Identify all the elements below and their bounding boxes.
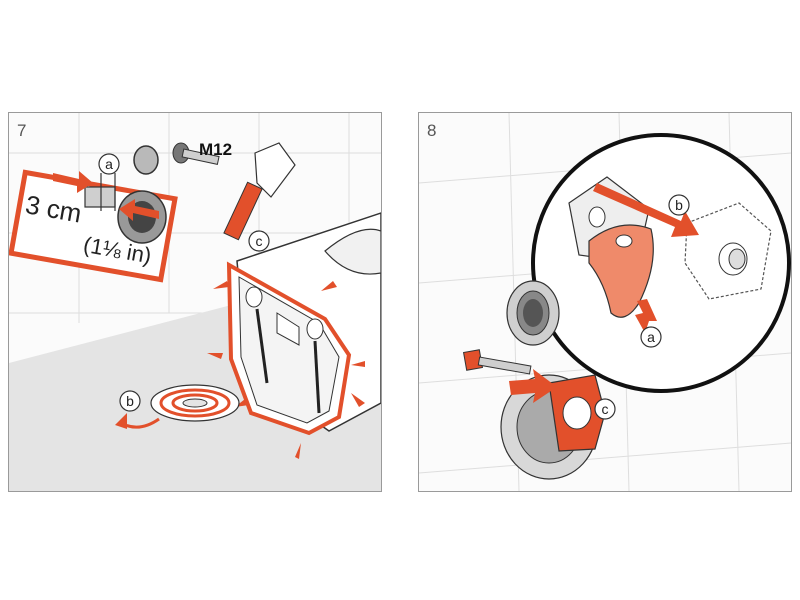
svg-text:b: b: [675, 197, 683, 213]
callout-a: a: [640, 326, 662, 348]
callout-b: b: [668, 194, 690, 216]
sealing-tape-roll: [150, 384, 240, 422]
peel-arrow-head: [115, 413, 127, 429]
callout-b: b: [119, 390, 141, 412]
step-8-illustration: a b c: [419, 113, 791, 491]
callout-c: c: [594, 398, 616, 420]
step-number: 7: [17, 121, 27, 140]
sealant-arrows: [207, 281, 365, 459]
step-7-illustration: 3 cm (1⅛ in) M12: [9, 113, 381, 491]
step-8-panel: a b c 8: [418, 112, 792, 492]
callout-a: a: [98, 153, 120, 175]
wall-socket: [506, 280, 560, 346]
step-number: 8: [427, 121, 437, 140]
svg-text:c: c: [602, 401, 609, 417]
step-7-panel: 3 cm (1⅛ in) M12: [8, 112, 382, 492]
svg-text:a: a: [105, 156, 113, 172]
bolt-size-label: M12: [199, 140, 232, 159]
svg-text:c: c: [256, 233, 263, 249]
callout-c: c: [248, 230, 270, 252]
measurement-sign: 3 cm (1⅛ in): [9, 169, 178, 283]
zoom-detail: [531, 133, 791, 393]
bolt: [462, 349, 532, 375]
toilet-bowl: [226, 212, 381, 436]
bolt-m12: M12: [172, 140, 232, 165]
svg-text:b: b: [126, 393, 134, 409]
fitting-arrows: [53, 171, 159, 221]
insert-arrow: [509, 369, 557, 403]
svg-text:a: a: [647, 329, 655, 345]
hand-with-tube: [223, 142, 296, 241]
cover-fitting: [500, 374, 606, 480]
